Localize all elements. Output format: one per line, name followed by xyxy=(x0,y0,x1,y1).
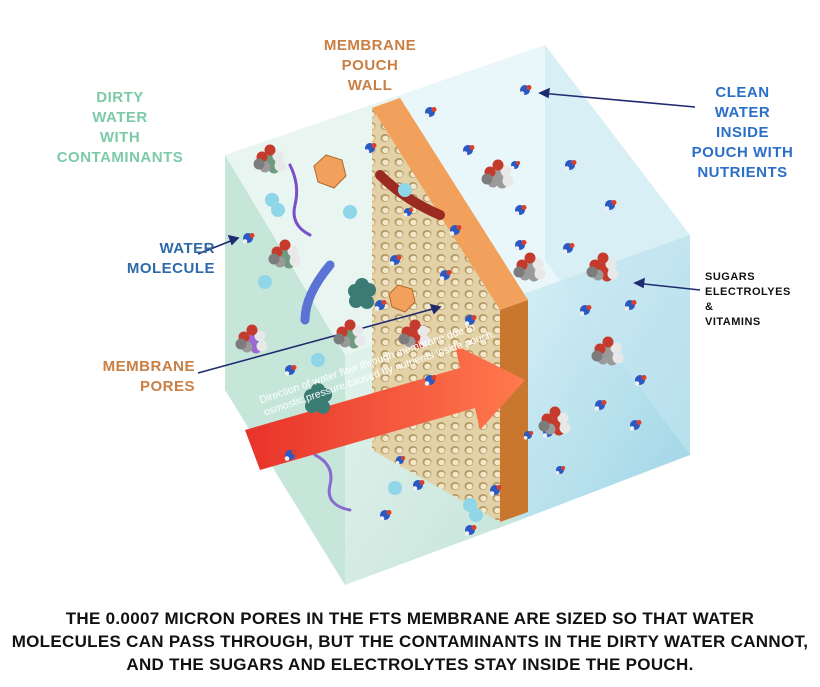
label-water-molecule: WATER MOLECULE xyxy=(95,239,215,279)
label-clean-water: CLEAN WATER INSIDE POUCH WITH NUTRIENTS xyxy=(665,83,820,183)
pointer-arrows xyxy=(197,87,701,374)
water-molecule xyxy=(634,375,647,386)
label-line: DIRTY xyxy=(96,89,144,106)
sugar-cluster xyxy=(481,159,514,189)
label-line: WALL xyxy=(347,77,393,94)
water-molecule xyxy=(464,525,477,536)
sugar-cluster xyxy=(538,406,571,436)
water-molecule xyxy=(389,255,402,266)
water-molecule xyxy=(424,107,437,118)
water-molecule xyxy=(564,160,577,171)
ion-sphere xyxy=(469,508,483,522)
label-dirty-water: DIRTY WATER WITH CONTAMINANTS xyxy=(50,88,190,168)
label-line: MEMBRANE xyxy=(323,37,417,54)
water-molecule xyxy=(514,205,527,216)
contaminant-worm xyxy=(300,260,335,325)
label-line: MOLECULE xyxy=(126,260,215,277)
molecules-layer xyxy=(235,85,647,536)
label-line: WATER xyxy=(92,109,148,126)
water-molecule xyxy=(439,270,452,281)
label-line: CLEAN xyxy=(715,84,770,101)
sugar-cluster xyxy=(268,239,301,269)
label-line: POUCH xyxy=(341,57,399,74)
label-line: PORES xyxy=(139,378,195,395)
water-molecule xyxy=(462,145,475,156)
sugar-cluster xyxy=(591,336,624,366)
sugar-cluster xyxy=(333,319,366,349)
water-molecule xyxy=(624,300,637,311)
water-molecule xyxy=(284,450,297,461)
water-molecule xyxy=(629,420,642,431)
ion-sphere xyxy=(398,183,412,197)
water-molecule xyxy=(449,225,462,236)
membrane-illustration xyxy=(197,45,701,585)
contaminant-cluster xyxy=(348,278,376,309)
water-molecule xyxy=(604,200,617,211)
ion-sphere xyxy=(271,203,285,217)
ion-sphere xyxy=(343,205,357,219)
water-molecule xyxy=(395,456,406,465)
water-molecule xyxy=(510,161,521,170)
water-molecule xyxy=(489,485,502,496)
label-line: INSIDE xyxy=(715,124,769,141)
water-molecule xyxy=(364,143,377,154)
water-molecule xyxy=(562,243,575,254)
label-line: VITAMINS xyxy=(705,316,761,328)
membrane-edge-side xyxy=(500,300,528,522)
label-line: WATER xyxy=(159,240,215,257)
caption: THE 0.0007 MICRON PORES IN THE FTS MEMBR… xyxy=(11,609,809,674)
water-molecule xyxy=(403,208,414,217)
ion-sphere xyxy=(258,275,272,289)
label-membrane-wall: MEMBRANE POUCH WALL xyxy=(295,36,445,96)
label-line: & xyxy=(705,301,714,313)
label-membrane-pores: MEMBRANE PORES xyxy=(70,357,195,397)
flow-arrow xyxy=(245,345,525,470)
label-line: WITH xyxy=(99,129,141,146)
sugar-cluster xyxy=(398,319,431,349)
label-line: ELECTROLYES xyxy=(705,286,791,298)
label-line: CONTAMINANTS xyxy=(56,149,184,166)
virus xyxy=(388,284,416,313)
sugar-cluster xyxy=(253,144,286,174)
contaminant-worm xyxy=(288,163,312,237)
water-molecule xyxy=(579,305,592,316)
water-molecule xyxy=(374,300,387,311)
water-molecule xyxy=(555,466,566,475)
label-line: WATER xyxy=(714,104,771,121)
membrane-edge-top xyxy=(372,98,528,310)
contaminant-worm xyxy=(313,453,352,512)
water-molecule xyxy=(464,315,477,326)
label-line: POUCH WITH xyxy=(691,144,794,161)
contaminant-cluster xyxy=(304,383,332,414)
water-molecule xyxy=(242,233,255,244)
water-molecule xyxy=(594,400,607,411)
label-line: MEMBRANE xyxy=(102,358,195,375)
label-sugars: SUGARS ELECTROLYES & VITAMINS xyxy=(705,270,815,330)
ion-sphere xyxy=(388,481,402,495)
water-molecule xyxy=(284,365,297,376)
water-molecule xyxy=(523,431,534,440)
water-molecule xyxy=(379,510,392,521)
sugar-cluster xyxy=(586,252,619,282)
label-line: SUGARS xyxy=(705,271,756,283)
label-line: NUTRIENTS xyxy=(697,164,788,181)
red-bacteria xyxy=(375,170,445,220)
water-molecule xyxy=(412,480,425,491)
water-molecule xyxy=(514,240,527,251)
water-molecule xyxy=(519,85,532,96)
ion-sphere xyxy=(311,353,325,367)
water-molecule xyxy=(424,375,437,386)
clean-water-back xyxy=(545,45,690,455)
virus xyxy=(313,154,347,189)
sugar-cluster xyxy=(513,252,546,282)
sugar-cluster xyxy=(235,324,268,354)
